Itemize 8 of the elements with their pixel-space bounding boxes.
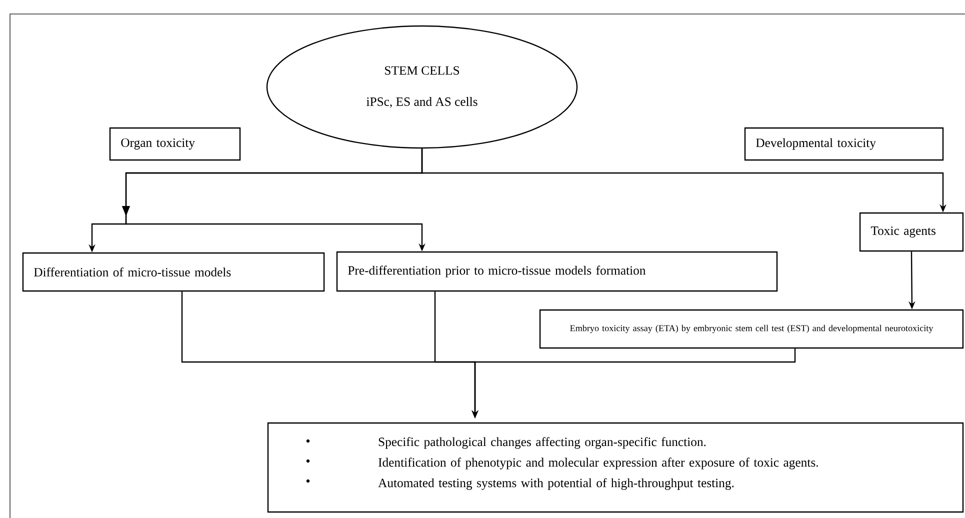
ellipse-node: STEM CELLS iPSc, ES and AS cells <box>266 25 578 149</box>
process-box: Toxic agents <box>859 212 964 252</box>
category-box: Developmental toxicity <box>744 127 944 161</box>
outcome-box: Specific pathological changes affecting organ-specific function. Identification of phenotypic and molecular expression after exposure of toxic agents. Automated testing systems with potential of high-throughput testing. <box>267 422 964 513</box>
process-box: Embryo toxicity assay (ETA) by embryonic stem cell test (EST) and developmental neurotoxicity <box>539 309 964 349</box>
process-box: Pre-differentiation prior to micro-tissue models formation <box>336 251 778 292</box>
category-box: Organ toxicity <box>109 127 241 161</box>
process-box: Differentiation of micro-tissue models <box>22 252 325 292</box>
